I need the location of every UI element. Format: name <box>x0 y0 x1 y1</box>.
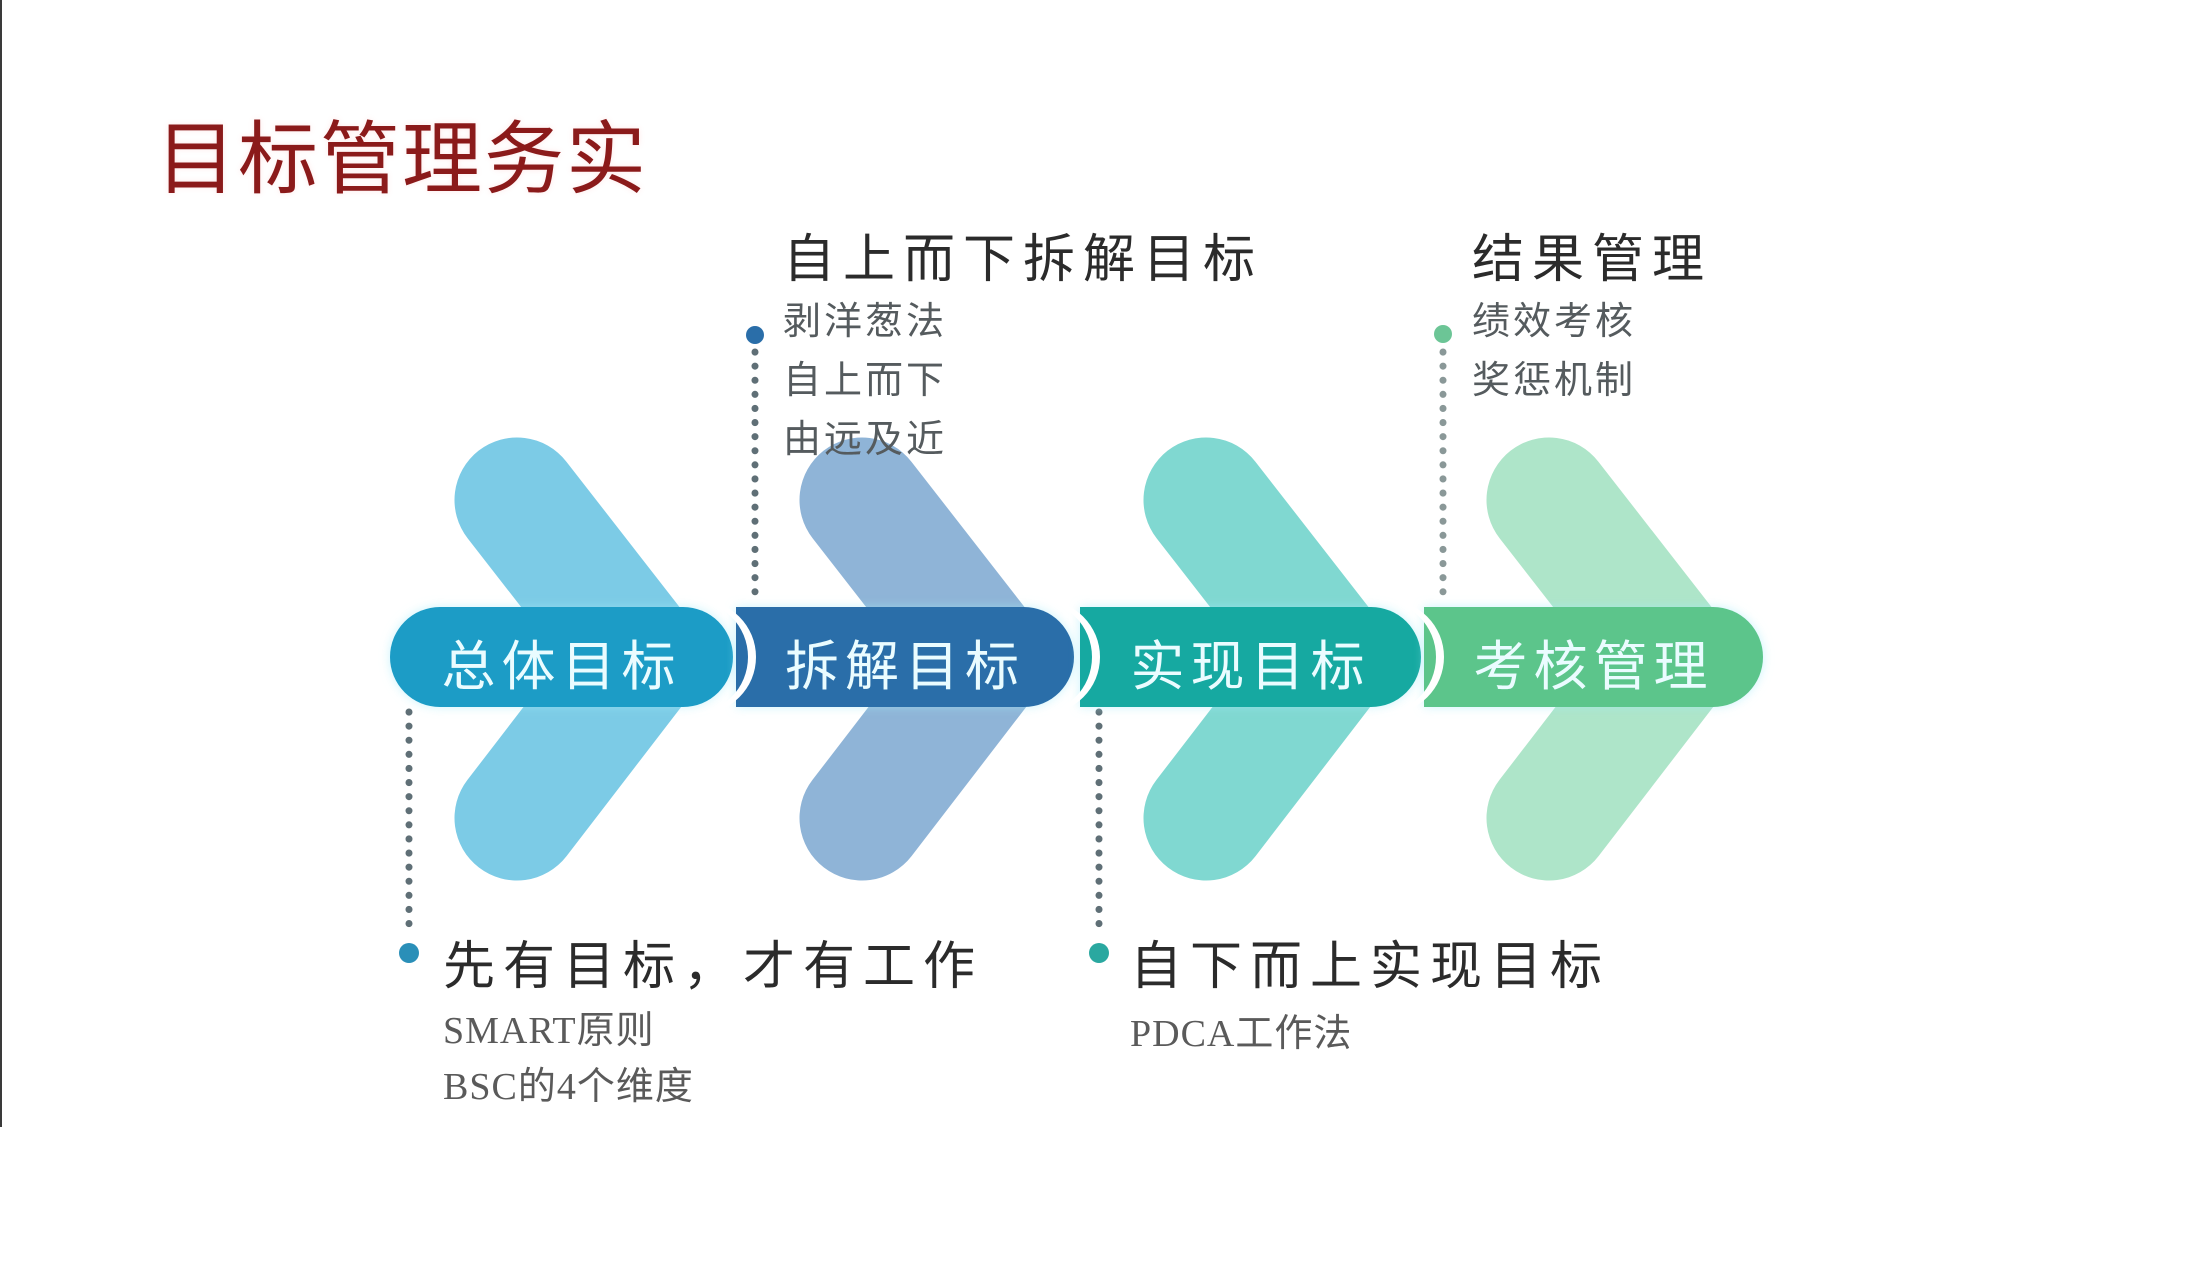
step-2-pill: 拆解目标 <box>736 607 1074 707</box>
step-4-pill: 考核管理 <box>1424 607 1763 707</box>
left-border-line <box>0 0 2 1127</box>
annotation-top-right-heading: 结果管理 <box>1472 230 1713 290</box>
annotation-bottom-left-item: SMART原则 <box>443 1010 655 1052</box>
annotation-top-right-item: 奖惩机制 <box>1472 358 1637 402</box>
annotation-top-right-item: 绩效考核 <box>1472 299 1637 343</box>
connector-bottom-right <box>1089 708 1109 963</box>
connector-top-right <box>1434 325 1452 608</box>
annotation-top-left-item: 自上而下 <box>783 358 948 402</box>
annotation-bottom-left-heading: 先有目标，才有工作 <box>443 937 984 997</box>
annotation-bottom-right-item: PDCA工作法 <box>1130 1013 1353 1055</box>
connector-top-left <box>746 326 764 608</box>
step-3-label: 实现目标 <box>1130 634 1371 698</box>
step-3-pill: 实现目标 <box>1080 607 1421 707</box>
annotation-top-left-item: 由远及近 <box>783 417 948 461</box>
step-4-label: 考核管理 <box>1473 634 1714 698</box>
connector-bottom-left <box>399 708 419 963</box>
page-title: 目标管理务实 <box>156 113 648 206</box>
annotation-bottom-right-heading: 自下而上实现目标 <box>1130 937 1611 997</box>
step-2-label: 拆解目标 <box>785 634 1025 698</box>
step-1-label: 总体目标 <box>441 634 682 698</box>
annotation-top-left-heading: 自上而下拆解目标 <box>783 230 1264 290</box>
annotation-bottom-left-item: BSC的4个维度 <box>443 1066 694 1108</box>
step-1-pill: 总体目标 <box>390 607 733 707</box>
annotation-top-left-item: 剥洋葱法 <box>783 299 948 343</box>
